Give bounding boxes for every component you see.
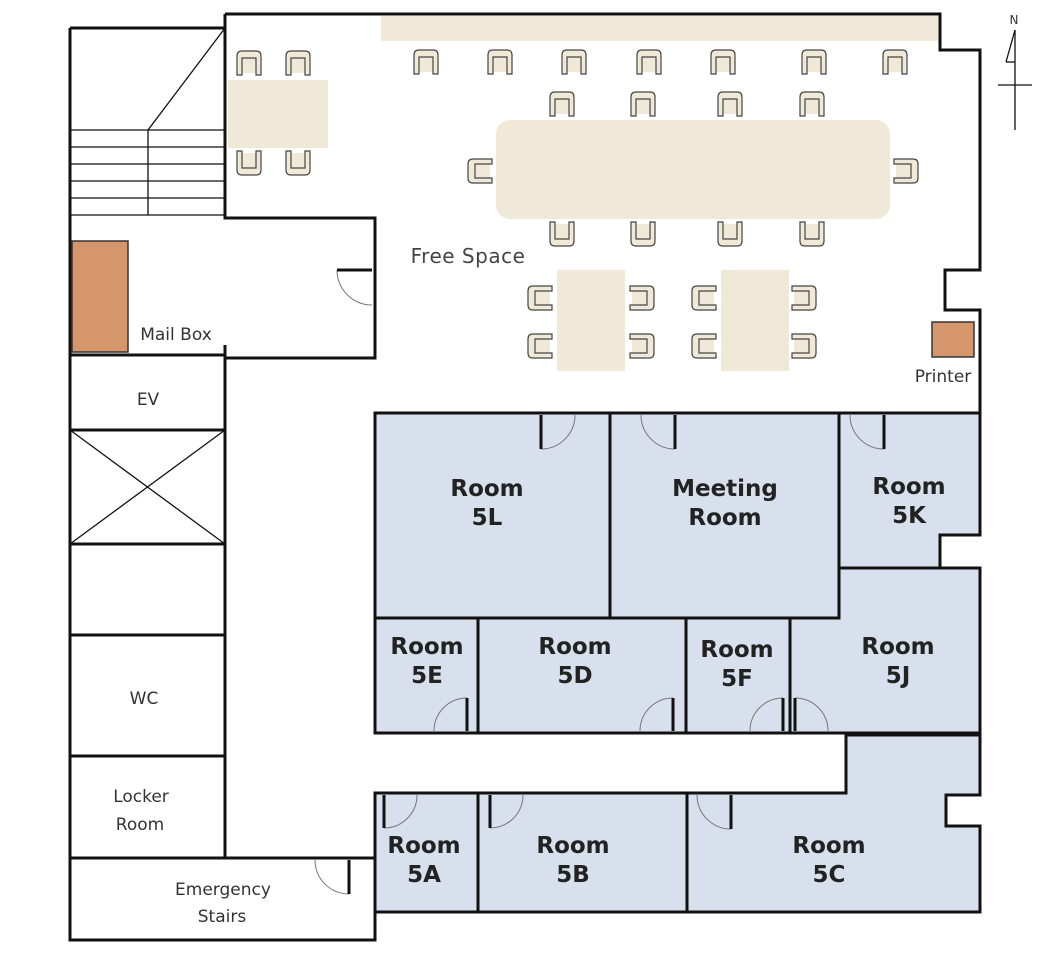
chair-icon xyxy=(791,285,817,311)
meeting-room-label: Room xyxy=(688,505,761,531)
outer-wall xyxy=(225,12,982,413)
room-5l[interactable] xyxy=(373,411,612,620)
chair-icon xyxy=(561,49,587,75)
door[interactable] xyxy=(639,697,675,732)
emergency-stairs-label: Stairs xyxy=(198,907,247,927)
elevator-shaft-cross xyxy=(69,429,226,545)
room-5f[interactable] xyxy=(684,616,792,735)
room-5l-label: 5L xyxy=(472,505,503,531)
chair-icon xyxy=(527,333,553,359)
chair-icon xyxy=(691,333,717,359)
chair-icon xyxy=(549,221,575,247)
chair-icon xyxy=(801,49,827,75)
chair-icon xyxy=(717,91,743,117)
door[interactable] xyxy=(314,859,351,895)
small-table xyxy=(228,80,328,148)
chair-icon xyxy=(285,50,311,76)
door[interactable] xyxy=(849,414,886,450)
chair-icon xyxy=(285,150,311,176)
room-5b-label: 5B xyxy=(556,862,590,888)
chair-icon xyxy=(882,49,908,75)
ev-label: EV xyxy=(137,390,160,410)
chair-icon xyxy=(636,49,662,75)
chair-icon xyxy=(799,221,825,247)
rooms-layer xyxy=(373,411,982,914)
wc-label: WC xyxy=(130,689,159,709)
labels-layer: Free Space Mail Box Printer EV WC Locker… xyxy=(113,244,971,927)
door[interactable] xyxy=(488,794,524,829)
chair-icon xyxy=(413,49,439,75)
door[interactable] xyxy=(696,794,733,830)
room-5f-label: 5F xyxy=(721,666,753,692)
counter-table xyxy=(381,16,938,41)
chair-icon xyxy=(629,333,655,359)
room-5j-label: 5J xyxy=(886,663,911,689)
door[interactable] xyxy=(640,414,677,450)
door[interactable] xyxy=(433,697,469,732)
chair-icon xyxy=(236,150,262,176)
room-5k-label: 5K xyxy=(892,503,927,529)
door[interactable] xyxy=(749,697,785,732)
chair-icon xyxy=(717,221,743,247)
room-5c-label: 5C xyxy=(813,862,846,888)
room-5b[interactable] xyxy=(476,791,689,914)
room-5k-label: Room xyxy=(872,474,945,500)
meeting-room-label: Meeting xyxy=(672,476,778,502)
chair-icon xyxy=(691,285,717,311)
room-5f-label: Room xyxy=(700,637,773,663)
small-table xyxy=(557,270,625,371)
chair-icon xyxy=(549,91,575,117)
walls-layer xyxy=(68,12,982,942)
emergency-stairs-label: Emergency xyxy=(175,880,271,900)
chair-icon xyxy=(527,285,553,311)
chair-icon xyxy=(710,49,736,75)
printer[interactable] xyxy=(931,321,975,358)
room-5a-label: Room xyxy=(387,833,460,859)
chairs-group xyxy=(236,49,919,359)
doors-group xyxy=(314,268,886,895)
free-space-label: Free Space xyxy=(411,244,526,268)
printer-label: Printer xyxy=(915,367,972,387)
furniture-layer xyxy=(228,16,938,371)
meeting-room[interactable] xyxy=(608,411,841,620)
north-arrow: N xyxy=(998,13,1032,130)
chair-icon xyxy=(893,158,919,184)
left-inner-wall xyxy=(223,14,377,360)
door[interactable] xyxy=(539,414,576,450)
large-table xyxy=(496,120,890,219)
chair-icon xyxy=(791,333,817,359)
stair-core xyxy=(147,27,226,131)
room-5a-label: 5A xyxy=(407,862,441,888)
room-5b-label: Room xyxy=(536,833,609,859)
locker-room-label: Locker xyxy=(113,787,169,807)
door[interactable] xyxy=(382,794,418,829)
small-table xyxy=(721,270,789,371)
north-arrow-head xyxy=(1005,29,1016,63)
room-5e[interactable] xyxy=(373,616,480,735)
door[interactable] xyxy=(793,697,829,732)
room-5j-label: Room xyxy=(861,634,934,660)
room-5e-label: 5E xyxy=(411,663,443,689)
door[interactable] xyxy=(336,268,373,306)
chair-icon xyxy=(799,91,825,117)
room-5d[interactable] xyxy=(476,616,688,735)
north-label: N xyxy=(1010,13,1019,27)
mail-box xyxy=(71,240,129,353)
chair-icon xyxy=(630,91,656,117)
room-5e-label: Room xyxy=(390,634,463,660)
room-5d-label: 5D xyxy=(557,663,592,689)
chair-icon xyxy=(467,158,493,184)
room-5l-label: Room xyxy=(450,476,523,502)
room-5c[interactable] xyxy=(685,733,982,914)
room-5c-label: Room xyxy=(792,833,865,859)
mail-box-label: Mail Box xyxy=(140,325,212,345)
chair-icon xyxy=(487,49,513,75)
room-5j[interactable] xyxy=(788,566,982,735)
chair-icon xyxy=(236,50,262,76)
locker-room-label: Room xyxy=(116,815,164,835)
room-5d-label: Room xyxy=(538,634,611,660)
chair-icon xyxy=(629,285,655,311)
chair-icon xyxy=(630,221,656,247)
